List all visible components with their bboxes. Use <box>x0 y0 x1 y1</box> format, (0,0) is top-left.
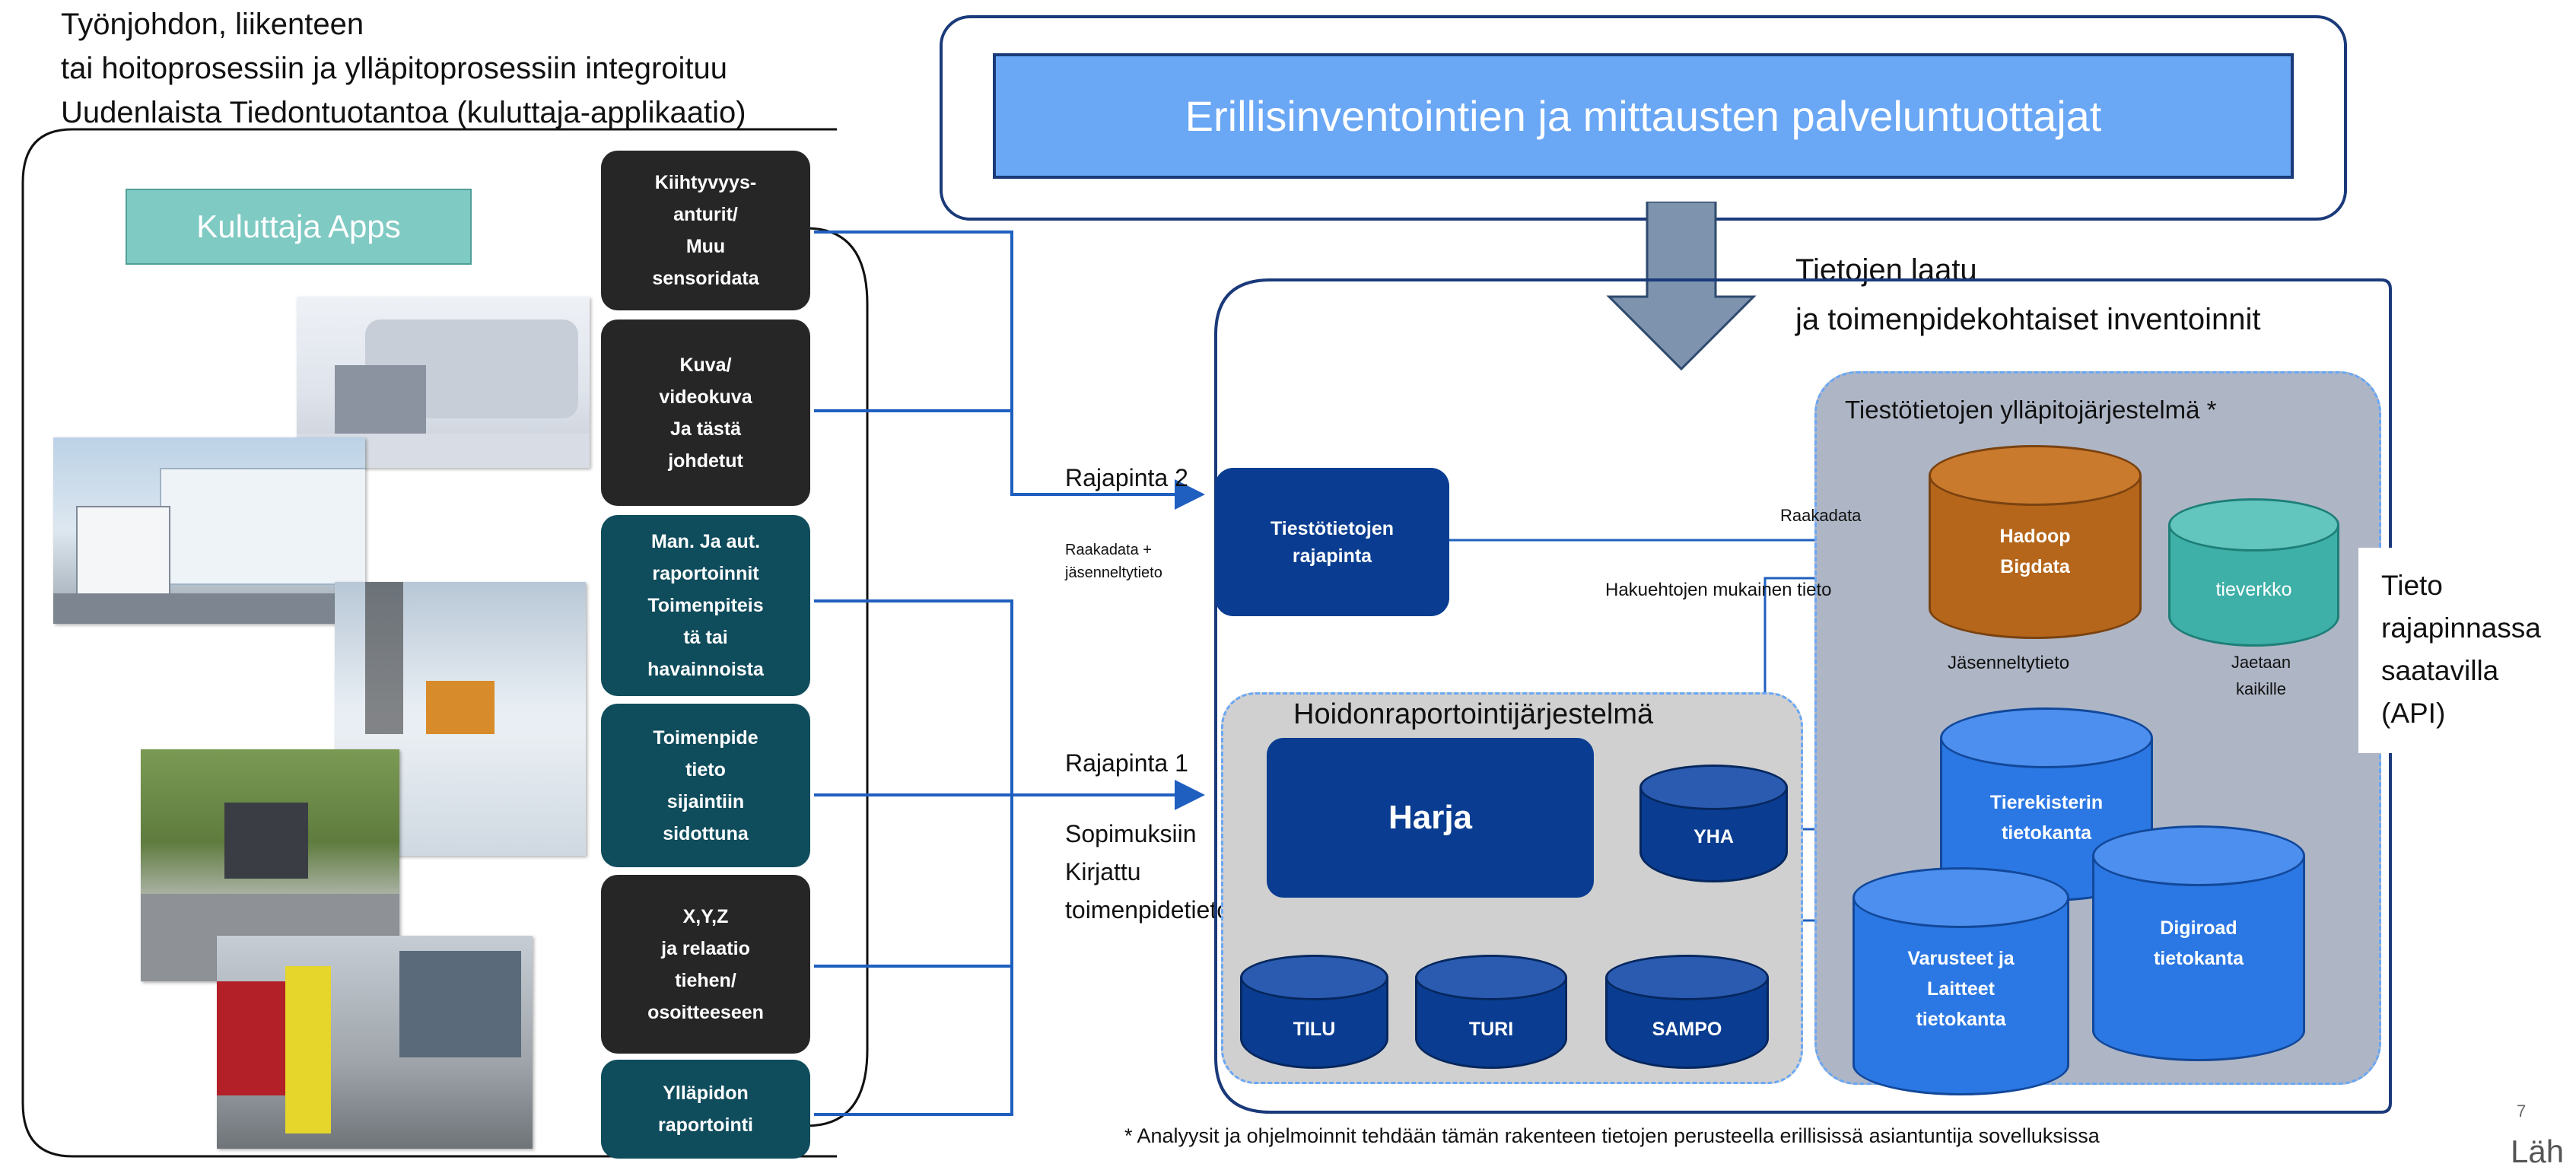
header-line-1: Työnjohdon, liikenteen <box>61 8 364 41</box>
api-note <box>2358 548 2564 753</box>
api2-sub-2: jäsenneltytieto <box>1065 564 1162 581</box>
maintenance-system-title: Tiestötietojen ylläpitojärjestelmä * <box>1845 396 2217 424</box>
varusteet-database: Varusteet ja Laitteet tietokanta <box>1852 867 2069 1095</box>
tilu-database: TILU <box>1240 955 1388 1069</box>
api-note-line-1: Tieto <box>2381 570 2443 601</box>
api1-sub-2: Kirjattu <box>1065 858 1141 885</box>
harja-box: Harja <box>1267 738 1594 898</box>
yha-database: YHA <box>1639 765 1788 882</box>
consumer-apps-label: Kuluttaja Apps <box>126 189 472 265</box>
api-note-line-4: (API) <box>2381 698 2446 729</box>
query-data-label: Hakuehtojen mukainen tieto <box>1605 580 1832 600</box>
api1-sub-1: Sopimuksiin <box>1065 820 1197 847</box>
lorry-photo <box>53 437 365 624</box>
roadwork-photo <box>217 936 533 1149</box>
turi-database: TURI <box>1415 955 1567 1069</box>
quality-line-2: ja toimenpidekohtaiset inventoinnit <box>1795 303 2261 336</box>
api1-label: Rajapinta 1 <box>1065 749 1188 777</box>
raw-data-label: Raakadata <box>1780 506 1862 525</box>
page-number: 7 <box>2517 1102 2527 1121</box>
system-frame <box>1214 278 2392 1114</box>
sampo-database: SAMPO <box>1605 955 1769 1069</box>
api1-sub-3: toimenpidetieto <box>1065 896 1231 924</box>
api-note-line-2: rajapinnassa <box>2381 612 2541 644</box>
hadoop-database: Hadoop Bigdata <box>1929 445 2142 639</box>
tieverkko-database: tieverkko <box>2168 498 2339 647</box>
header-line-2: tai hoitoprosessiin ja ylläpitoprosessii… <box>61 52 728 85</box>
left-panel-outline <box>21 128 837 1158</box>
service-provider-box: Erillisinventointien ja mittausten palve… <box>993 53 2294 179</box>
api2-sub-1: Raakadata + <box>1065 542 1152 558</box>
structured-data-label: Jäsenneltytieto <box>1948 653 2070 673</box>
digiroad-database: Digiroad tietokanta <box>2092 825 2305 1061</box>
shared-label-1: Jaetaan <box>2231 653 2291 672</box>
down-arrow-icon <box>1606 202 1757 371</box>
shared-label-2: kaikille <box>2235 679 2287 698</box>
care-system-title: Hoidonraportointijärjestelmä <box>1293 698 1654 730</box>
api-note-line-3: saatavilla <box>2381 655 2499 686</box>
header-line-3: Uudenlaista Tiedontuotantoa (kuluttaja-a… <box>61 96 746 129</box>
footnote: * Analyysit ja ohjelmoinnit tehdään tämä… <box>1124 1124 2100 1147</box>
corner-text: Läh <box>2511 1133 2565 1169</box>
tierekisteri-database: Tierekisterin tietokanta <box>1940 707 2153 901</box>
api2-label: Rajapinta 2 <box>1065 464 1188 491</box>
service-provider-frame <box>940 15 2347 221</box>
